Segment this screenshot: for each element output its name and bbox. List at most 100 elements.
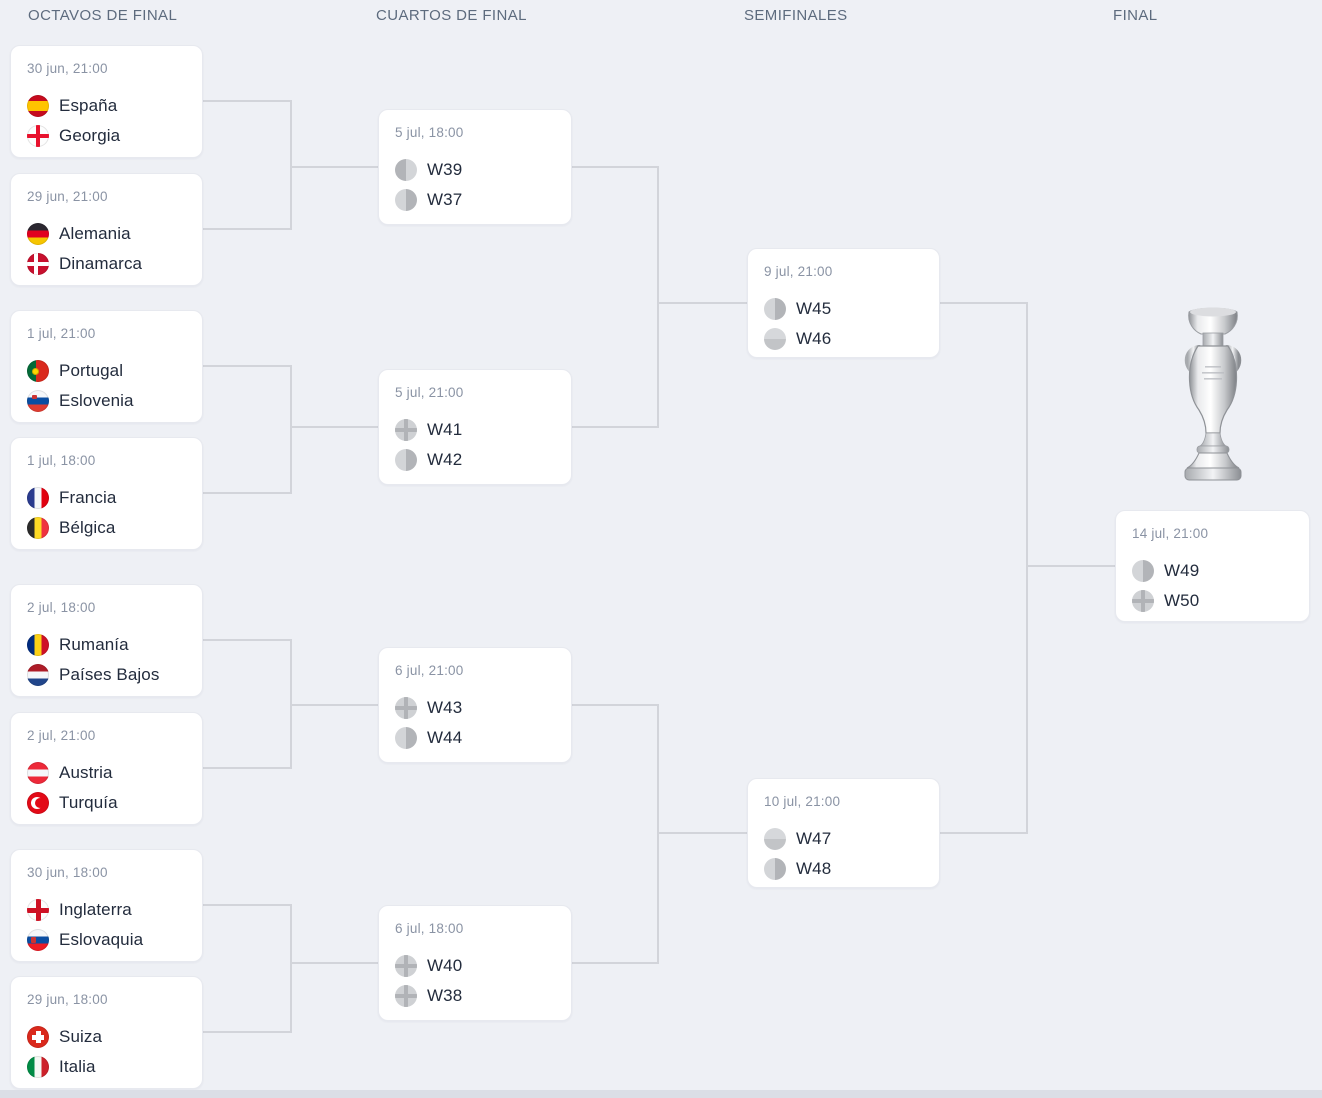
team-row[interactable]: W41: [395, 415, 555, 445]
team-name: Eslovaquia: [59, 930, 144, 949]
team-name: Turquía: [59, 793, 118, 812]
team-name: W40: [427, 956, 463, 975]
placeholder-flag-icon: [764, 828, 786, 850]
team-row[interactable]: W38: [395, 981, 555, 1011]
column-header-cuartos: CUARTOS DE FINAL: [376, 7, 527, 24]
switzerland-flag-icon: [27, 1026, 49, 1048]
team-name: W48: [796, 859, 832, 878]
team-name: W41: [427, 420, 463, 439]
team-row[interactable]: W39: [395, 155, 555, 185]
team-row[interactable]: W50: [1132, 586, 1293, 616]
denmark-flag-icon: [27, 253, 49, 275]
match-card-octavos-6[interactable]: 2 jul, 21:00 Austria Turquía: [10, 712, 203, 825]
team-row[interactable]: W43: [395, 693, 555, 723]
team-name: W37: [427, 190, 463, 209]
team-row[interactable]: España: [27, 91, 186, 121]
match-card-semifinal-2[interactable]: 10 jul, 21:00 W47 W48: [747, 778, 940, 888]
placeholder-flag-icon: [395, 189, 417, 211]
team-name: W45: [796, 299, 832, 318]
column-header-semifinales: SEMIFINALES: [744, 7, 848, 24]
match-datetime: 5 jul, 21:00: [395, 385, 464, 400]
match-datetime: 6 jul, 18:00: [395, 921, 464, 936]
placeholder-flag-icon: [764, 858, 786, 880]
team-name: Eslovenia: [59, 391, 134, 410]
slovakia-flag-icon: [27, 929, 49, 951]
team-name: España: [59, 96, 118, 115]
team-row[interactable]: Países Bajos: [27, 660, 186, 690]
match-datetime: 9 jul, 21:00: [764, 264, 833, 279]
team-row[interactable]: Inglaterra: [27, 895, 186, 925]
match-datetime: 30 jun, 21:00: [27, 61, 108, 76]
italy-flag-icon: [27, 1056, 49, 1078]
match-card-cuartos-1[interactable]: 5 jul, 18:00 W39 W37: [378, 109, 572, 225]
turkey-flag-icon: [27, 792, 49, 814]
match-card-final[interactable]: 14 jul, 21:00 W49 W50: [1115, 510, 1310, 622]
team-row[interactable]: Alemania: [27, 219, 186, 249]
team-row[interactable]: Bélgica: [27, 513, 186, 543]
team-row[interactable]: W37: [395, 185, 555, 215]
team-row[interactable]: Eslovenia: [27, 386, 186, 416]
team-row[interactable]: W45: [764, 294, 923, 324]
team-row[interactable]: Italia: [27, 1052, 186, 1082]
match-datetime: 5 jul, 18:00: [395, 125, 464, 140]
column-header-final: FINAL: [1113, 7, 1158, 24]
match-card-octavos-4[interactable]: 1 jul, 18:00 Francia Bélgica: [10, 437, 203, 550]
team-name: Países Bajos: [59, 665, 160, 684]
match-card-octavos-3[interactable]: 1 jul, 21:00 Portugal Eslovenia: [10, 310, 203, 423]
match-datetime: 29 jun, 18:00: [27, 992, 108, 1007]
england-flag-icon: [27, 899, 49, 921]
match-card-cuartos-2[interactable]: 5 jul, 21:00 W41 W42: [378, 369, 572, 485]
team-row[interactable]: Francia: [27, 483, 186, 513]
team-row[interactable]: W44: [395, 723, 555, 753]
team-name: Inglaterra: [59, 900, 132, 919]
placeholder-flag-icon: [1132, 560, 1154, 582]
team-row[interactable]: Rumanía: [27, 630, 186, 660]
georgia-flag-icon: [27, 125, 49, 147]
team-name: Italia: [59, 1057, 96, 1076]
slovenia-flag-icon: [27, 390, 49, 412]
match-card-octavos-8[interactable]: 29 jun, 18:00 Suiza Italia: [10, 976, 203, 1089]
placeholder-flag-icon: [1132, 590, 1154, 612]
team-row[interactable]: W49: [1132, 556, 1293, 586]
match-card-octavos-5[interactable]: 2 jul, 18:00 Rumanía Países Bajos: [10, 584, 203, 697]
team-row[interactable]: W40: [395, 951, 555, 981]
team-name: W47: [796, 829, 832, 848]
match-card-octavos-1[interactable]: 30 jun, 21:00 España Georgia: [10, 45, 203, 158]
team-row[interactable]: Austria: [27, 758, 186, 788]
team-row[interactable]: W48: [764, 854, 923, 884]
romania-flag-icon: [27, 634, 49, 656]
belgium-flag-icon: [27, 517, 49, 539]
netherlands-flag-icon: [27, 664, 49, 686]
team-row[interactable]: Dinamarca: [27, 249, 186, 279]
match-card-octavos-7[interactable]: 30 jun, 18:00 Inglaterra Eslovaquia: [10, 849, 203, 962]
france-flag-icon: [27, 487, 49, 509]
team-name: Francia: [59, 488, 117, 507]
team-row[interactable]: Eslovaquia: [27, 925, 186, 955]
placeholder-flag-icon: [395, 449, 417, 471]
team-name: W42: [427, 450, 463, 469]
bottom-edge-bar: [0, 1090, 1322, 1098]
team-row[interactable]: W42: [395, 445, 555, 475]
team-name: Bélgica: [59, 518, 116, 537]
placeholder-flag-icon: [395, 697, 417, 719]
team-row[interactable]: Suiza: [27, 1022, 186, 1052]
match-card-cuartos-3[interactable]: 6 jul, 21:00 W43 W44: [378, 647, 572, 763]
euro-trophy-icon: [1184, 307, 1242, 481]
match-card-octavos-2[interactable]: 29 jun, 21:00 Alemania Dinamarca: [10, 173, 203, 286]
team-name: Portugal: [59, 361, 124, 380]
match-card-cuartos-4[interactable]: 6 jul, 18:00 W40 W38: [378, 905, 572, 1021]
match-datetime: 10 jul, 21:00: [764, 794, 841, 809]
team-name: W44: [427, 728, 463, 747]
team-name: W49: [1164, 561, 1200, 580]
spain-flag-icon: [27, 95, 49, 117]
team-row[interactable]: W47: [764, 824, 923, 854]
team-row[interactable]: Turquía: [27, 788, 186, 818]
team-row[interactable]: Portugal: [27, 356, 186, 386]
team-name: Rumanía: [59, 635, 129, 654]
team-row[interactable]: W46: [764, 324, 923, 354]
match-card-semifinal-1[interactable]: 9 jul, 21:00 W45 W46: [747, 248, 940, 358]
team-name: Georgia: [59, 126, 121, 145]
team-row[interactable]: Georgia: [27, 121, 186, 151]
